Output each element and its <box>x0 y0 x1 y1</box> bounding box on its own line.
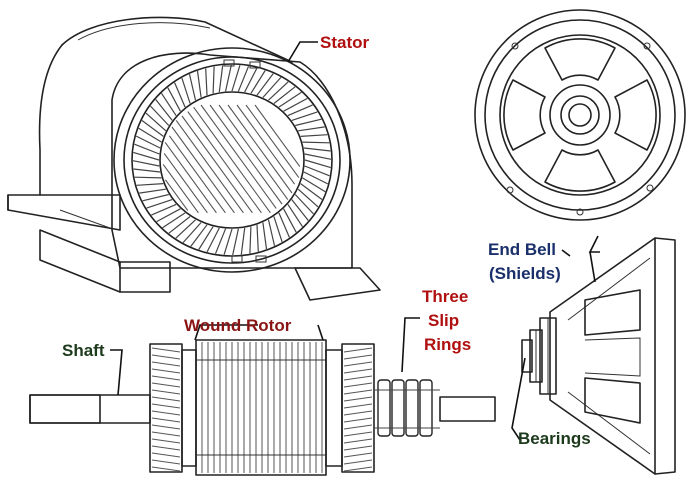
leader-lines <box>110 41 600 441</box>
stator-bore-laminations <box>162 104 301 214</box>
label-shields: (Shields) <box>489 264 561 283</box>
stator-windings <box>132 64 332 256</box>
end-bell-front-view <box>474 9 686 221</box>
end-bell-side-view <box>521 237 676 475</box>
label-rings: Rings <box>424 335 471 354</box>
slip-rings <box>374 379 440 437</box>
label-end-bell: End Bell <box>488 240 556 259</box>
label-bearings: Bearings <box>518 429 591 448</box>
label-slip: Slip <box>428 311 459 330</box>
stator-housing <box>7 16 381 301</box>
label-three: Three <box>422 287 468 306</box>
label-shaft: Shaft <box>62 341 105 360</box>
label-wound-rotor: Wound Rotor <box>184 316 292 335</box>
rotor-laminations <box>196 342 326 473</box>
label-stator: Stator <box>320 33 370 52</box>
rotor-end-windings <box>151 347 373 472</box>
wound-rotor-assembly <box>29 339 496 476</box>
